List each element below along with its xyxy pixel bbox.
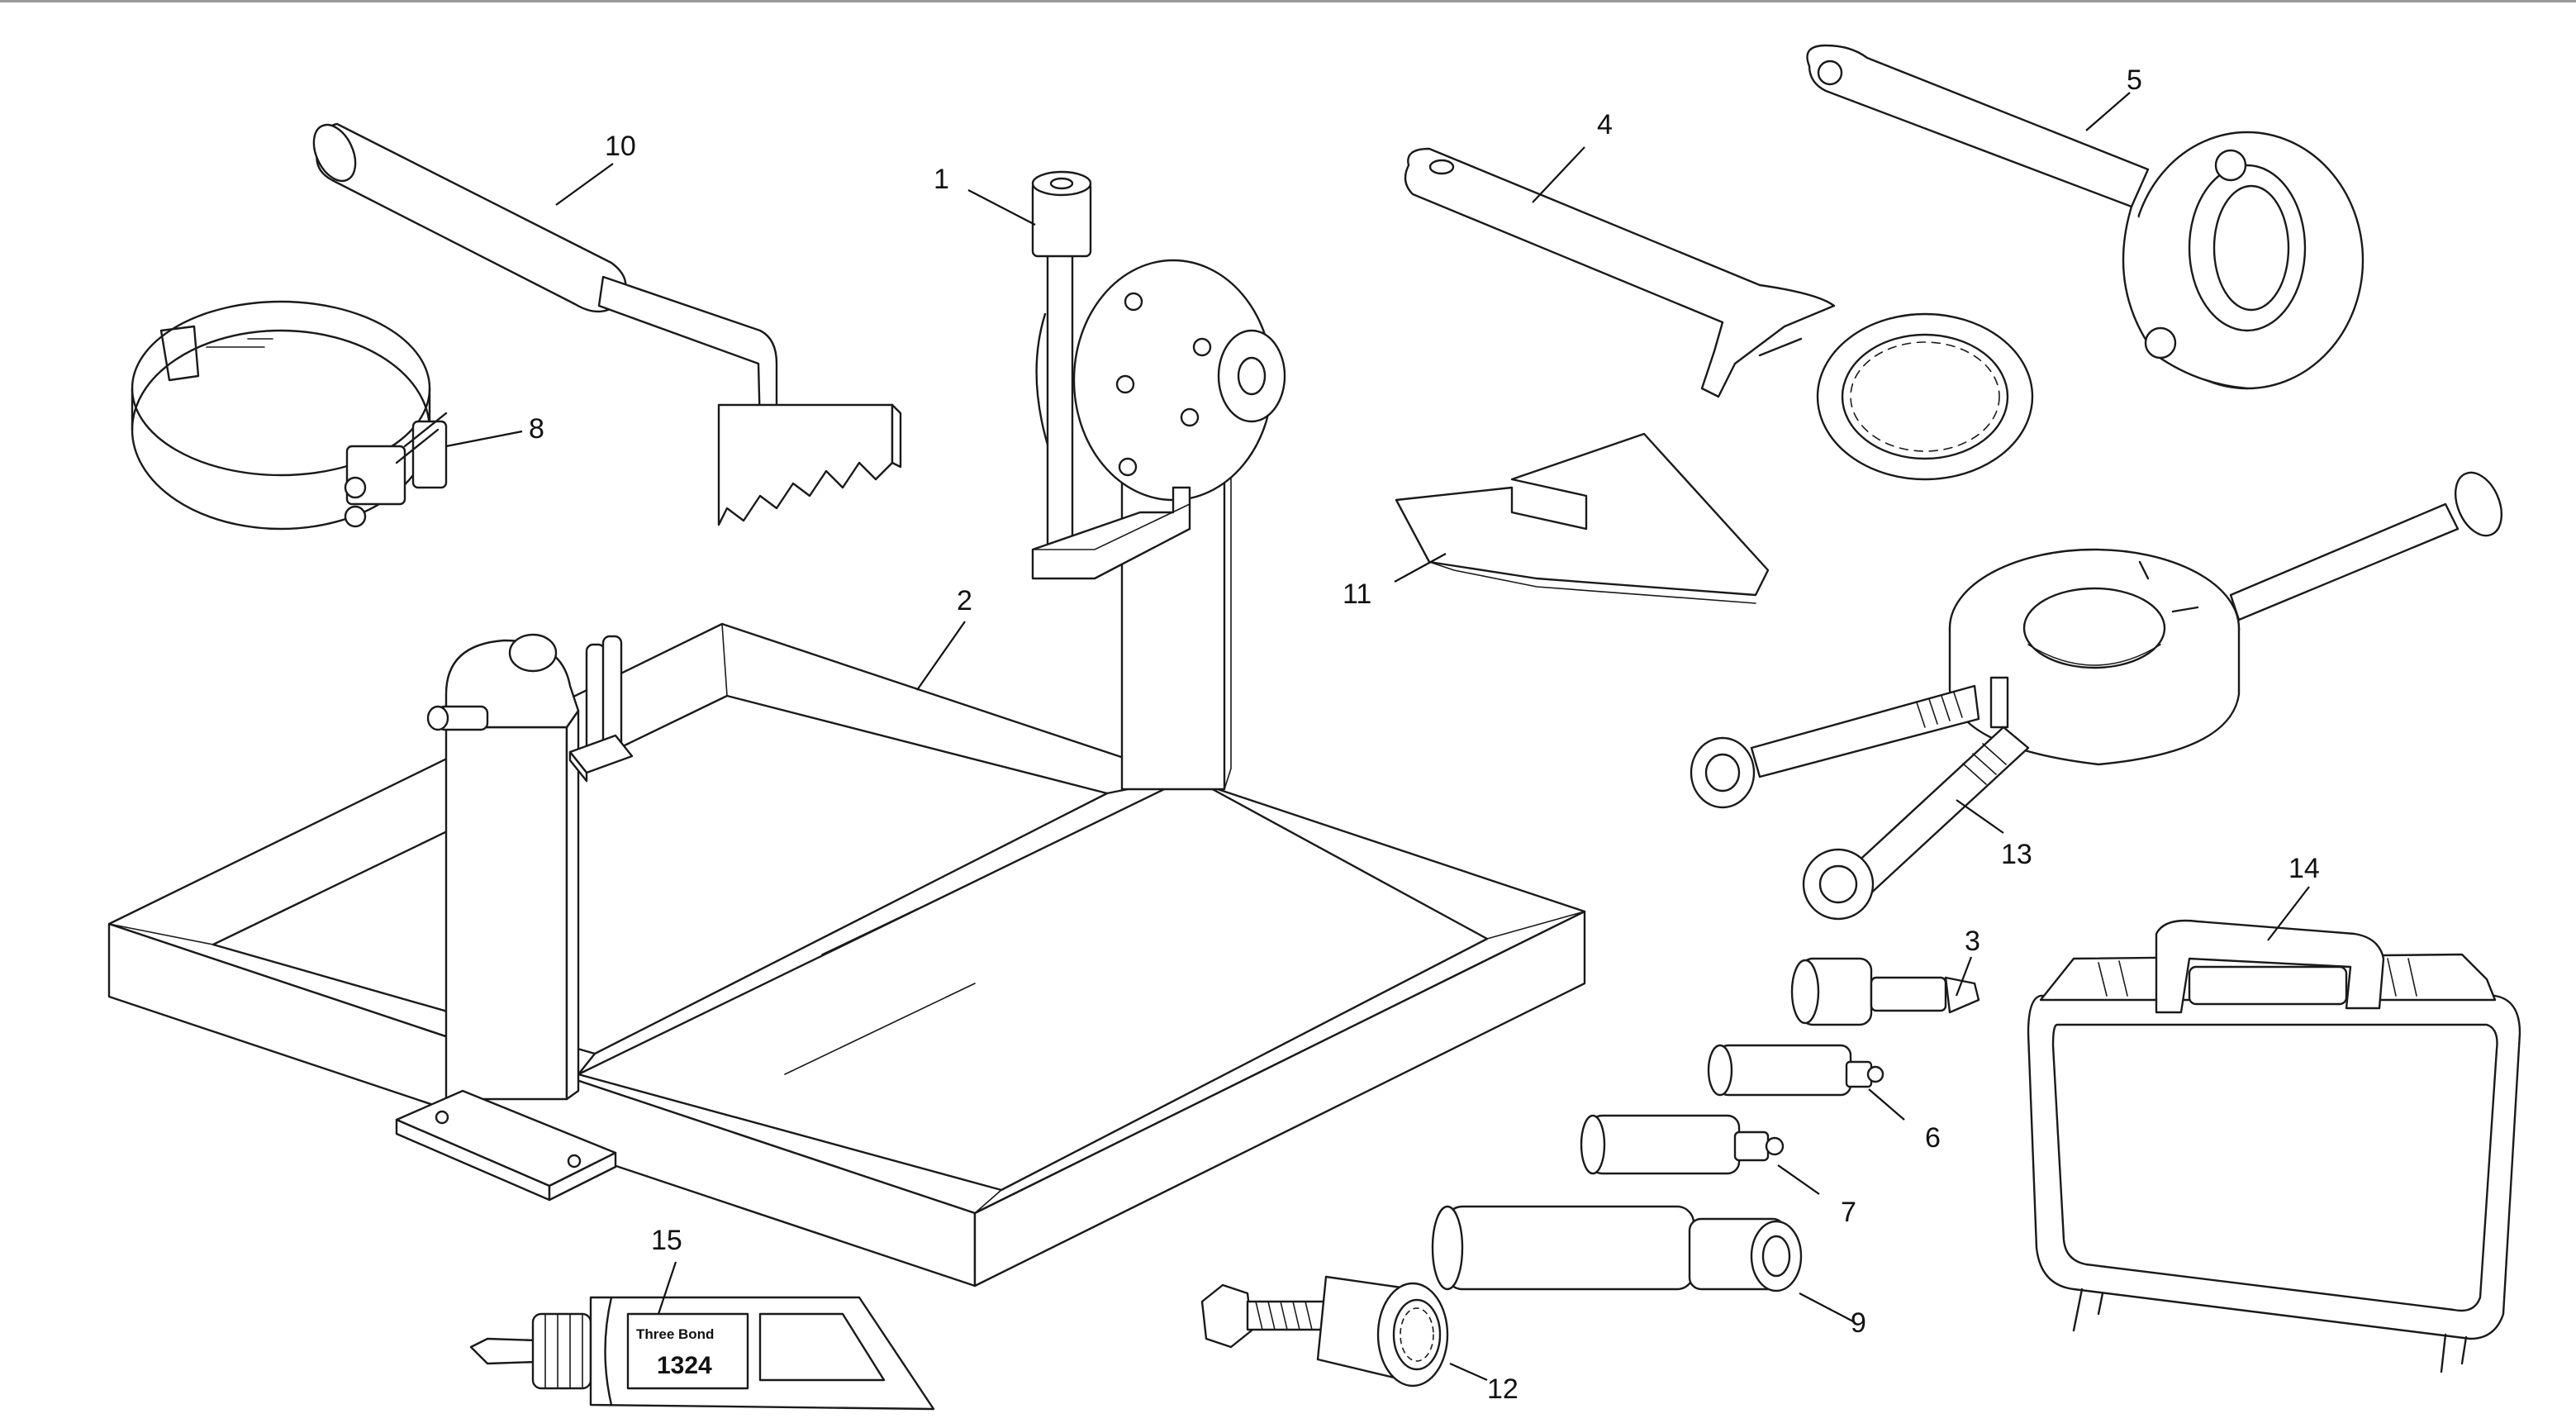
tube-code-text: 1324 [657, 1352, 712, 1379]
item-10-handle-comb-tool [312, 122, 902, 526]
tube-label: Three Bond 1324 [636, 1326, 714, 1379]
callout-4: 4 [1597, 109, 1613, 140]
item-3-bolt [1790, 957, 1980, 1026]
item-6-pin [1707, 1044, 1884, 1097]
callout-6: 6 [1925, 1122, 1941, 1154]
item-1-disc-holder [1031, 170, 1286, 580]
item-5-holder-wrench [1806, 44, 2365, 390]
callout-8: 8 [529, 413, 544, 445]
item-2-stand-tray [107, 436, 1586, 1288]
item-14-carry-case [2027, 919, 2521, 1373]
callout-9: 9 [1851, 1307, 1866, 1339]
callout-5: 5 [2127, 64, 2142, 96]
item-15-sealant-tube [469, 1296, 935, 1411]
item-11-angle-plate [1395, 432, 1770, 604]
callout-3: 3 [1965, 926, 1980, 957]
callout-12: 12 [1487, 1373, 1519, 1405]
callout-11: 11 [1343, 578, 1371, 610]
item-7-pin [1580, 1114, 1785, 1175]
item-12-puller [1200, 1275, 1449, 1388]
callout-1: 1 [934, 164, 949, 195]
item-8-clamp-band [131, 300, 448, 531]
callout-leader-lines [445, 92, 2310, 1382]
item-9-sleeve [1431, 1205, 1803, 1292]
item-4-ring-wrench [1404, 147, 2034, 481]
callout-10: 10 [605, 131, 636, 162]
tube-brand-text: Three Bond [636, 1326, 714, 1342]
callout-13: 13 [2001, 839, 2032, 870]
top-border-line [0, 0, 2576, 2]
callout-7: 7 [1841, 1197, 1856, 1228]
callout-labels: 1 2 3 4 5 6 7 8 9 10 11 12 13 14 15 [529, 64, 2320, 1405]
callout-15: 15 [651, 1225, 682, 1256]
item-13-split-ring-bolts [1690, 471, 2503, 921]
callout-2: 2 [957, 585, 972, 616]
callout-14: 14 [2288, 853, 2320, 884]
